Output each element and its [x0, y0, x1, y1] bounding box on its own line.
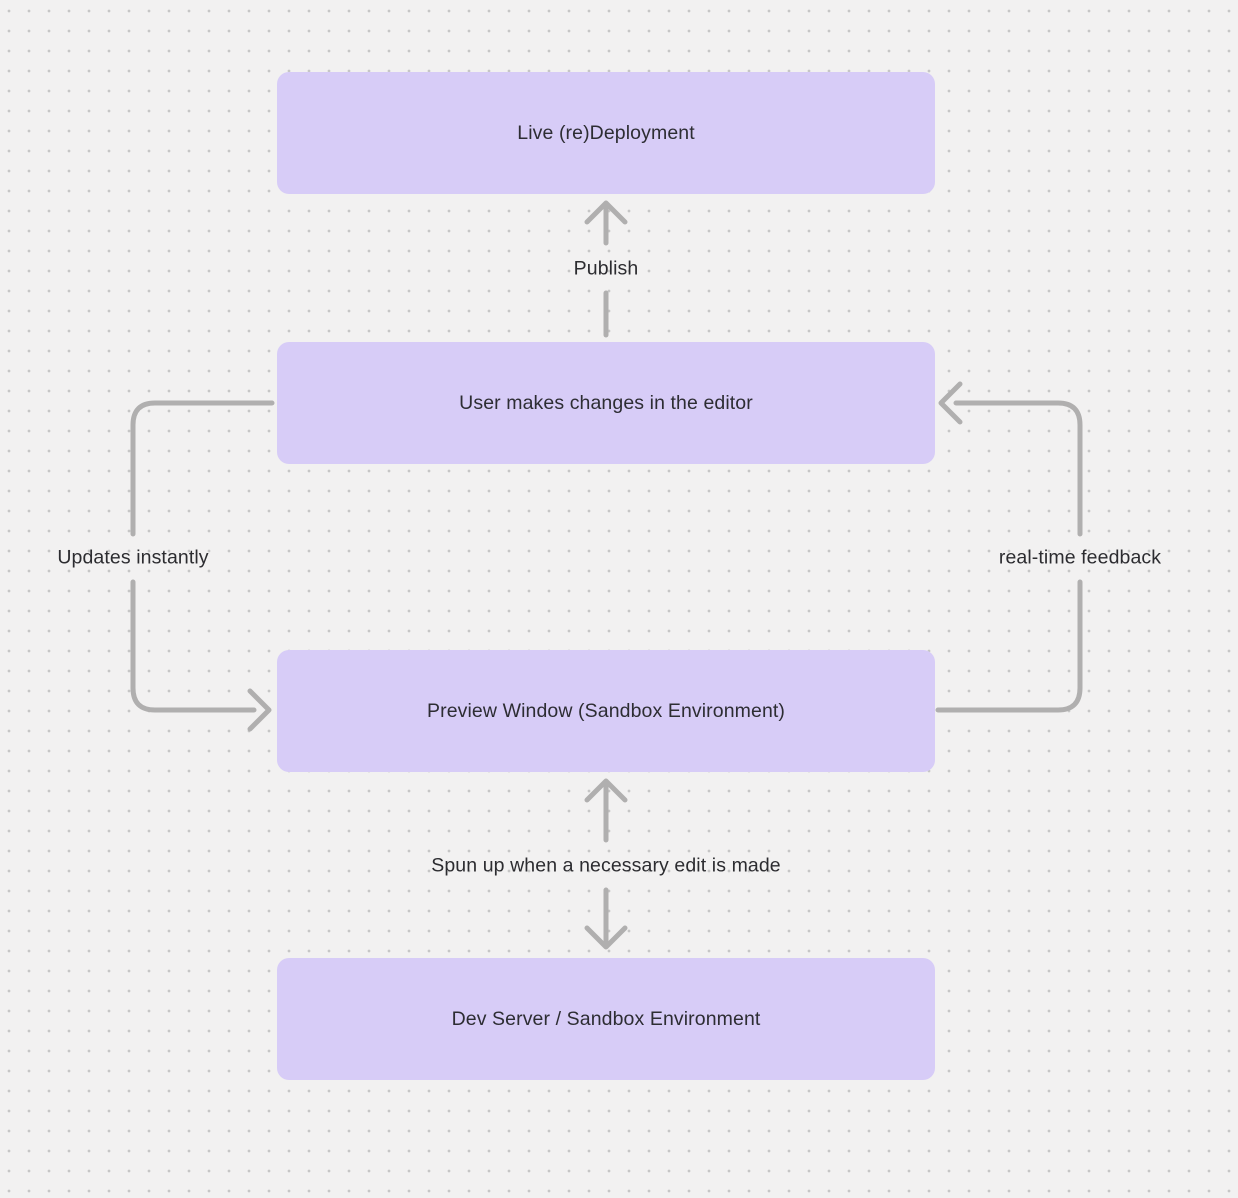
edge-realtime-upper-segment — [953, 400, 1083, 537]
edge-realtime-lower-segment — [935, 579, 1083, 713]
edge-label-realtime-feedback: real-time feedback — [998, 546, 1162, 569]
node-live-redeployment: Live (re)Deployment — [277, 72, 935, 194]
edge-label-updates-instantly: Updates instantly — [57, 546, 209, 569]
edge-updates-arrowhead-right-icon — [247, 688, 272, 732]
node-user-edits-label: User makes changes in the editor — [459, 391, 753, 414]
edge-spun-up — [584, 778, 628, 950]
edge-spunup-arrowhead-up-icon — [584, 778, 628, 843]
edge-label-spun-up: Spun up when a necessary edit is made — [431, 854, 781, 877]
edge-realtime-feedback — [935, 381, 1083, 713]
edge-realtime-arrowhead-left-icon — [938, 381, 963, 425]
edge-publish-arrowhead-up-icon — [584, 200, 628, 246]
node-user-edits: User makes changes in the editor — [277, 342, 935, 464]
edge-spunup-arrowhead-down-icon — [584, 887, 628, 950]
node-preview-window: Preview Window (Sandbox Environment) — [277, 650, 935, 772]
node-dev-server: Dev Server / Sandbox Environment — [277, 958, 935, 1080]
edge-updates-lower-segment — [130, 579, 257, 713]
node-live-redeployment-label: Live (re)Deployment — [517, 121, 695, 144]
edge-publish — [584, 200, 628, 338]
edge-label-publish: Publish — [573, 257, 639, 280]
node-preview-window-label: Preview Window (Sandbox Environment) — [427, 699, 785, 722]
node-dev-server-label: Dev Server / Sandbox Environment — [451, 1007, 761, 1030]
edge-updates-instantly — [130, 400, 275, 732]
edge-updates-upper-segment — [130, 400, 275, 537]
